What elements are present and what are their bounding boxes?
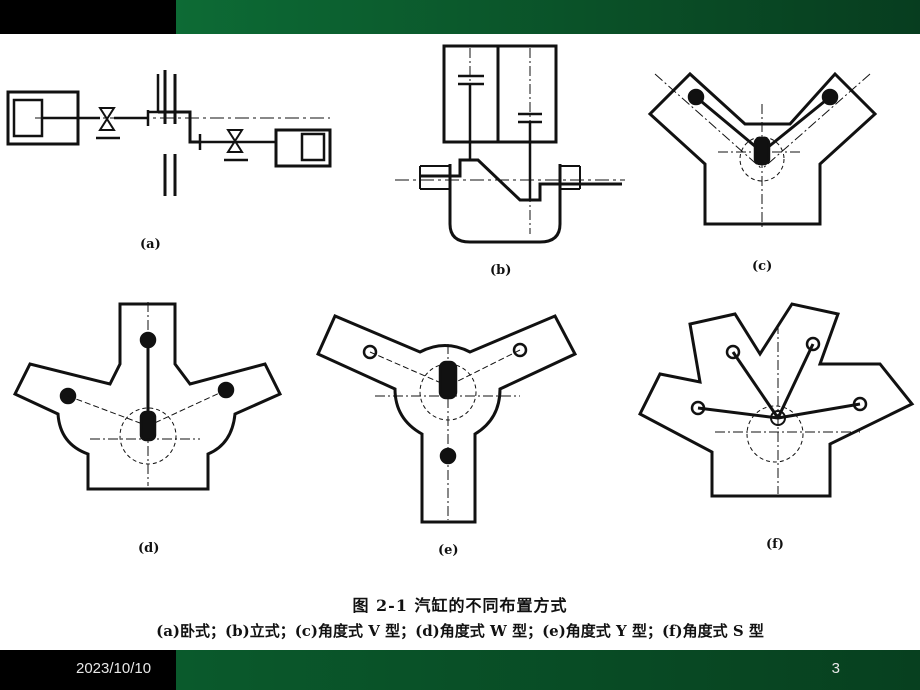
panel-d-label: (d) (138, 541, 159, 556)
footer-left-block (0, 650, 176, 690)
panel-d-w-type: (d) (12, 302, 283, 556)
footer-accent (176, 650, 920, 690)
panel-b-label: (b) (490, 263, 511, 278)
figure-caption-types: (a)卧式；(b)立式；(c)角度式 V 型；(d)角度式 W 型；(e)角度式… (156, 622, 764, 640)
panel-a-horizontal: (a) (6, 70, 332, 252)
footer-bar: 2023/10/10 3 (0, 650, 920, 690)
page-number: 3 (831, 660, 840, 677)
panel-f-label: (f) (766, 537, 784, 552)
panel-e-y-type: (e) (316, 314, 578, 558)
footer-date: 2023/10/10 (76, 660, 152, 677)
top-bar-accent (176, 0, 920, 34)
panel-a-label: (a) (140, 237, 161, 252)
panel-e-label: (e) (438, 543, 459, 558)
top-bar-left-block (0, 0, 176, 34)
cylinder-arrangement-figure: (a) (b) (c) (6, 44, 915, 558)
panel-b-vertical: (b) (395, 44, 625, 278)
figure-caption-title: 图 2-1 汽缸的不同布置方式 (352, 596, 568, 615)
panel-c-v-type: (c) (647, 71, 878, 274)
panel-f-s-type: (f) (638, 302, 915, 552)
top-bar (0, 0, 920, 34)
panel-c-label: (c) (752, 259, 772, 274)
